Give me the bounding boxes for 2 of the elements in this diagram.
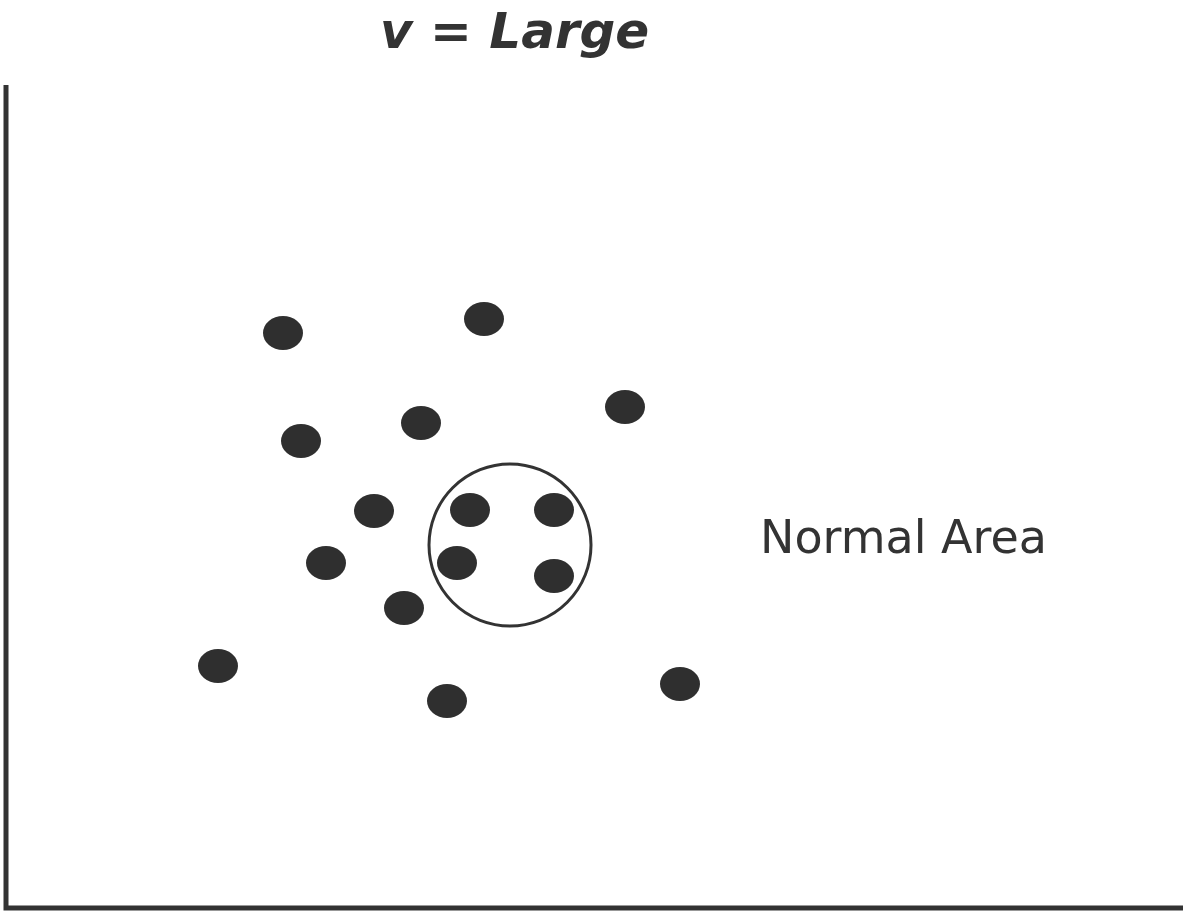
area-label: Normal Area [760,510,1047,564]
plot-title: v = Large [380,2,650,60]
